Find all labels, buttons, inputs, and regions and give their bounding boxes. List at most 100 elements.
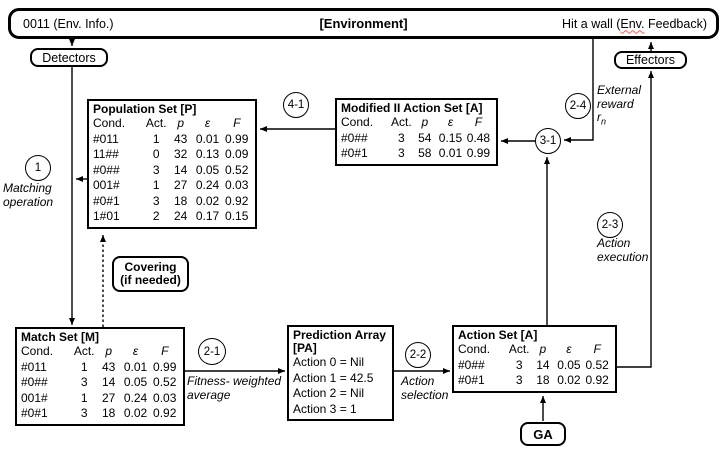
table-cell: 0.92 xyxy=(153,406,177,420)
column-header: ε xyxy=(447,115,454,129)
table-cell: 0.24 xyxy=(123,390,148,405)
table-cell: 0.48 xyxy=(466,130,491,145)
reward-symbol-base: r xyxy=(597,110,601,124)
detectors-label: Detectors xyxy=(42,50,96,65)
table-cell: 0.02 xyxy=(195,193,220,208)
prediction-array-title-line1: Prediction Array xyxy=(293,328,386,342)
step-circle-2-4: 2-4 xyxy=(565,93,591,119)
step-circle-2-1: 2-1 xyxy=(198,338,226,365)
table-cell: 0.05 xyxy=(195,162,220,177)
table-cell: 32 xyxy=(173,147,188,161)
covering-label-line2: (if needed) xyxy=(120,273,181,287)
prediction-array-entry: Action 3 = 1 xyxy=(293,401,357,416)
table-cell: 0.52 xyxy=(585,357,609,372)
action-execution-label: Action execution xyxy=(597,236,649,264)
table-cell: 24 xyxy=(173,209,188,223)
table-title: Action Set [A] xyxy=(458,328,538,342)
matching-operation-label: Matching operation xyxy=(3,181,54,209)
column-header: F xyxy=(233,116,241,130)
table-cell: 14 xyxy=(101,375,116,389)
table-cell: 14 xyxy=(536,357,550,372)
table-cell: 0.01 xyxy=(123,359,148,374)
table-cell: 58 xyxy=(418,146,432,160)
external-reward-label: External reward rn xyxy=(597,83,642,129)
table-cell: #0#1 xyxy=(341,146,368,160)
table-cell: 3 xyxy=(398,146,405,160)
table-cell: #0## xyxy=(21,375,48,389)
env-feedback-misspelled-word: Env. xyxy=(620,16,645,31)
step-circle-1: 1 xyxy=(25,155,51,181)
note-line: execution xyxy=(597,249,649,264)
table-cell: #011 xyxy=(21,359,47,374)
column-header: Act. xyxy=(391,115,412,129)
prediction-array-box: Prediction Array [PA] Action 0 = Nil Act… xyxy=(287,325,394,421)
prediction-array-entry: Action 0 = Nil xyxy=(293,355,365,369)
table-cell: 0.99 xyxy=(225,131,249,146)
note-line: External xyxy=(597,83,642,97)
note-line: Fitness- weighted xyxy=(187,374,282,388)
table-title: Population Set [P] xyxy=(93,102,197,116)
note-line: selection xyxy=(401,387,449,402)
effectors-label: Effectors xyxy=(625,53,676,67)
table-title: Match Set [M] xyxy=(21,330,99,344)
table-cell: #0## xyxy=(93,162,120,177)
column-header: p xyxy=(177,116,184,130)
column-header: Cond. xyxy=(93,116,126,130)
fitness-weighted-average-label: Fitness- weighted average xyxy=(187,374,282,402)
prediction-array-title-line2: [PA] xyxy=(293,341,317,355)
env-feedback-pre: Hit a wall ( xyxy=(562,16,621,31)
table-cell: 54 xyxy=(418,130,432,145)
table-cell: 0.17 xyxy=(195,209,220,223)
table-cell: 0.05 xyxy=(123,375,148,389)
table-cell: 0.03 xyxy=(225,178,249,192)
column-header: ε xyxy=(132,344,139,358)
table-cell: 0.02 xyxy=(123,406,148,420)
env-info-label: 0011 (Env. Info.) xyxy=(23,16,114,31)
action-selection-label: Action selection xyxy=(401,374,449,402)
table-cell: 1#01 xyxy=(93,209,120,223)
arrow-reward-to-31 xyxy=(564,39,594,143)
column-header: Act. xyxy=(508,342,530,356)
prediction-array-entry: Action 1 = 42.5 xyxy=(293,370,374,385)
table-cell: 3 xyxy=(398,130,405,145)
table-cell: 3 xyxy=(515,373,523,387)
environment-title: [Environment] xyxy=(319,16,408,31)
column-header: ε xyxy=(566,342,572,356)
table-cell: 43 xyxy=(101,359,116,374)
env-feedback-post: Feedback) xyxy=(644,16,707,31)
table-cell: 0.02 xyxy=(557,373,581,387)
table-cell: 1 xyxy=(152,131,160,146)
column-header: p xyxy=(539,342,547,356)
note-line: Matching xyxy=(3,181,52,195)
table-cell: 0.24 xyxy=(195,178,220,192)
column-header: Cond. xyxy=(21,344,54,358)
ga-node: GA xyxy=(520,422,566,446)
column-header: F xyxy=(161,344,169,358)
note-line: Action xyxy=(597,236,631,250)
note-line: operation xyxy=(3,194,54,209)
table-cell: 0 xyxy=(152,147,160,161)
table-cell: 0.15 xyxy=(438,130,463,145)
table-cell: 0.15 xyxy=(225,209,249,223)
table-cell: 0.13 xyxy=(195,147,220,161)
environment-bar: 0011 (Env. Info.) [Environment] Hit a wa… xyxy=(8,8,719,39)
step-circle-3-1: 3-1 xyxy=(535,128,561,154)
note-line: average xyxy=(187,387,231,402)
note-line: reward xyxy=(597,96,634,111)
table-cell: 001# xyxy=(93,178,120,192)
column-header: p xyxy=(421,115,429,129)
detectors-node: Detectors xyxy=(30,48,108,67)
table-cell: 0.01 xyxy=(438,146,463,160)
table-cell: 3 xyxy=(515,357,523,372)
ga-label: GA xyxy=(533,426,553,442)
prediction-array-entry: Action 2 = Nil xyxy=(293,386,365,400)
table-cell: 1 xyxy=(80,359,88,374)
reward-symbol: rn xyxy=(597,110,641,129)
table-cell: 0.92 xyxy=(585,373,609,387)
